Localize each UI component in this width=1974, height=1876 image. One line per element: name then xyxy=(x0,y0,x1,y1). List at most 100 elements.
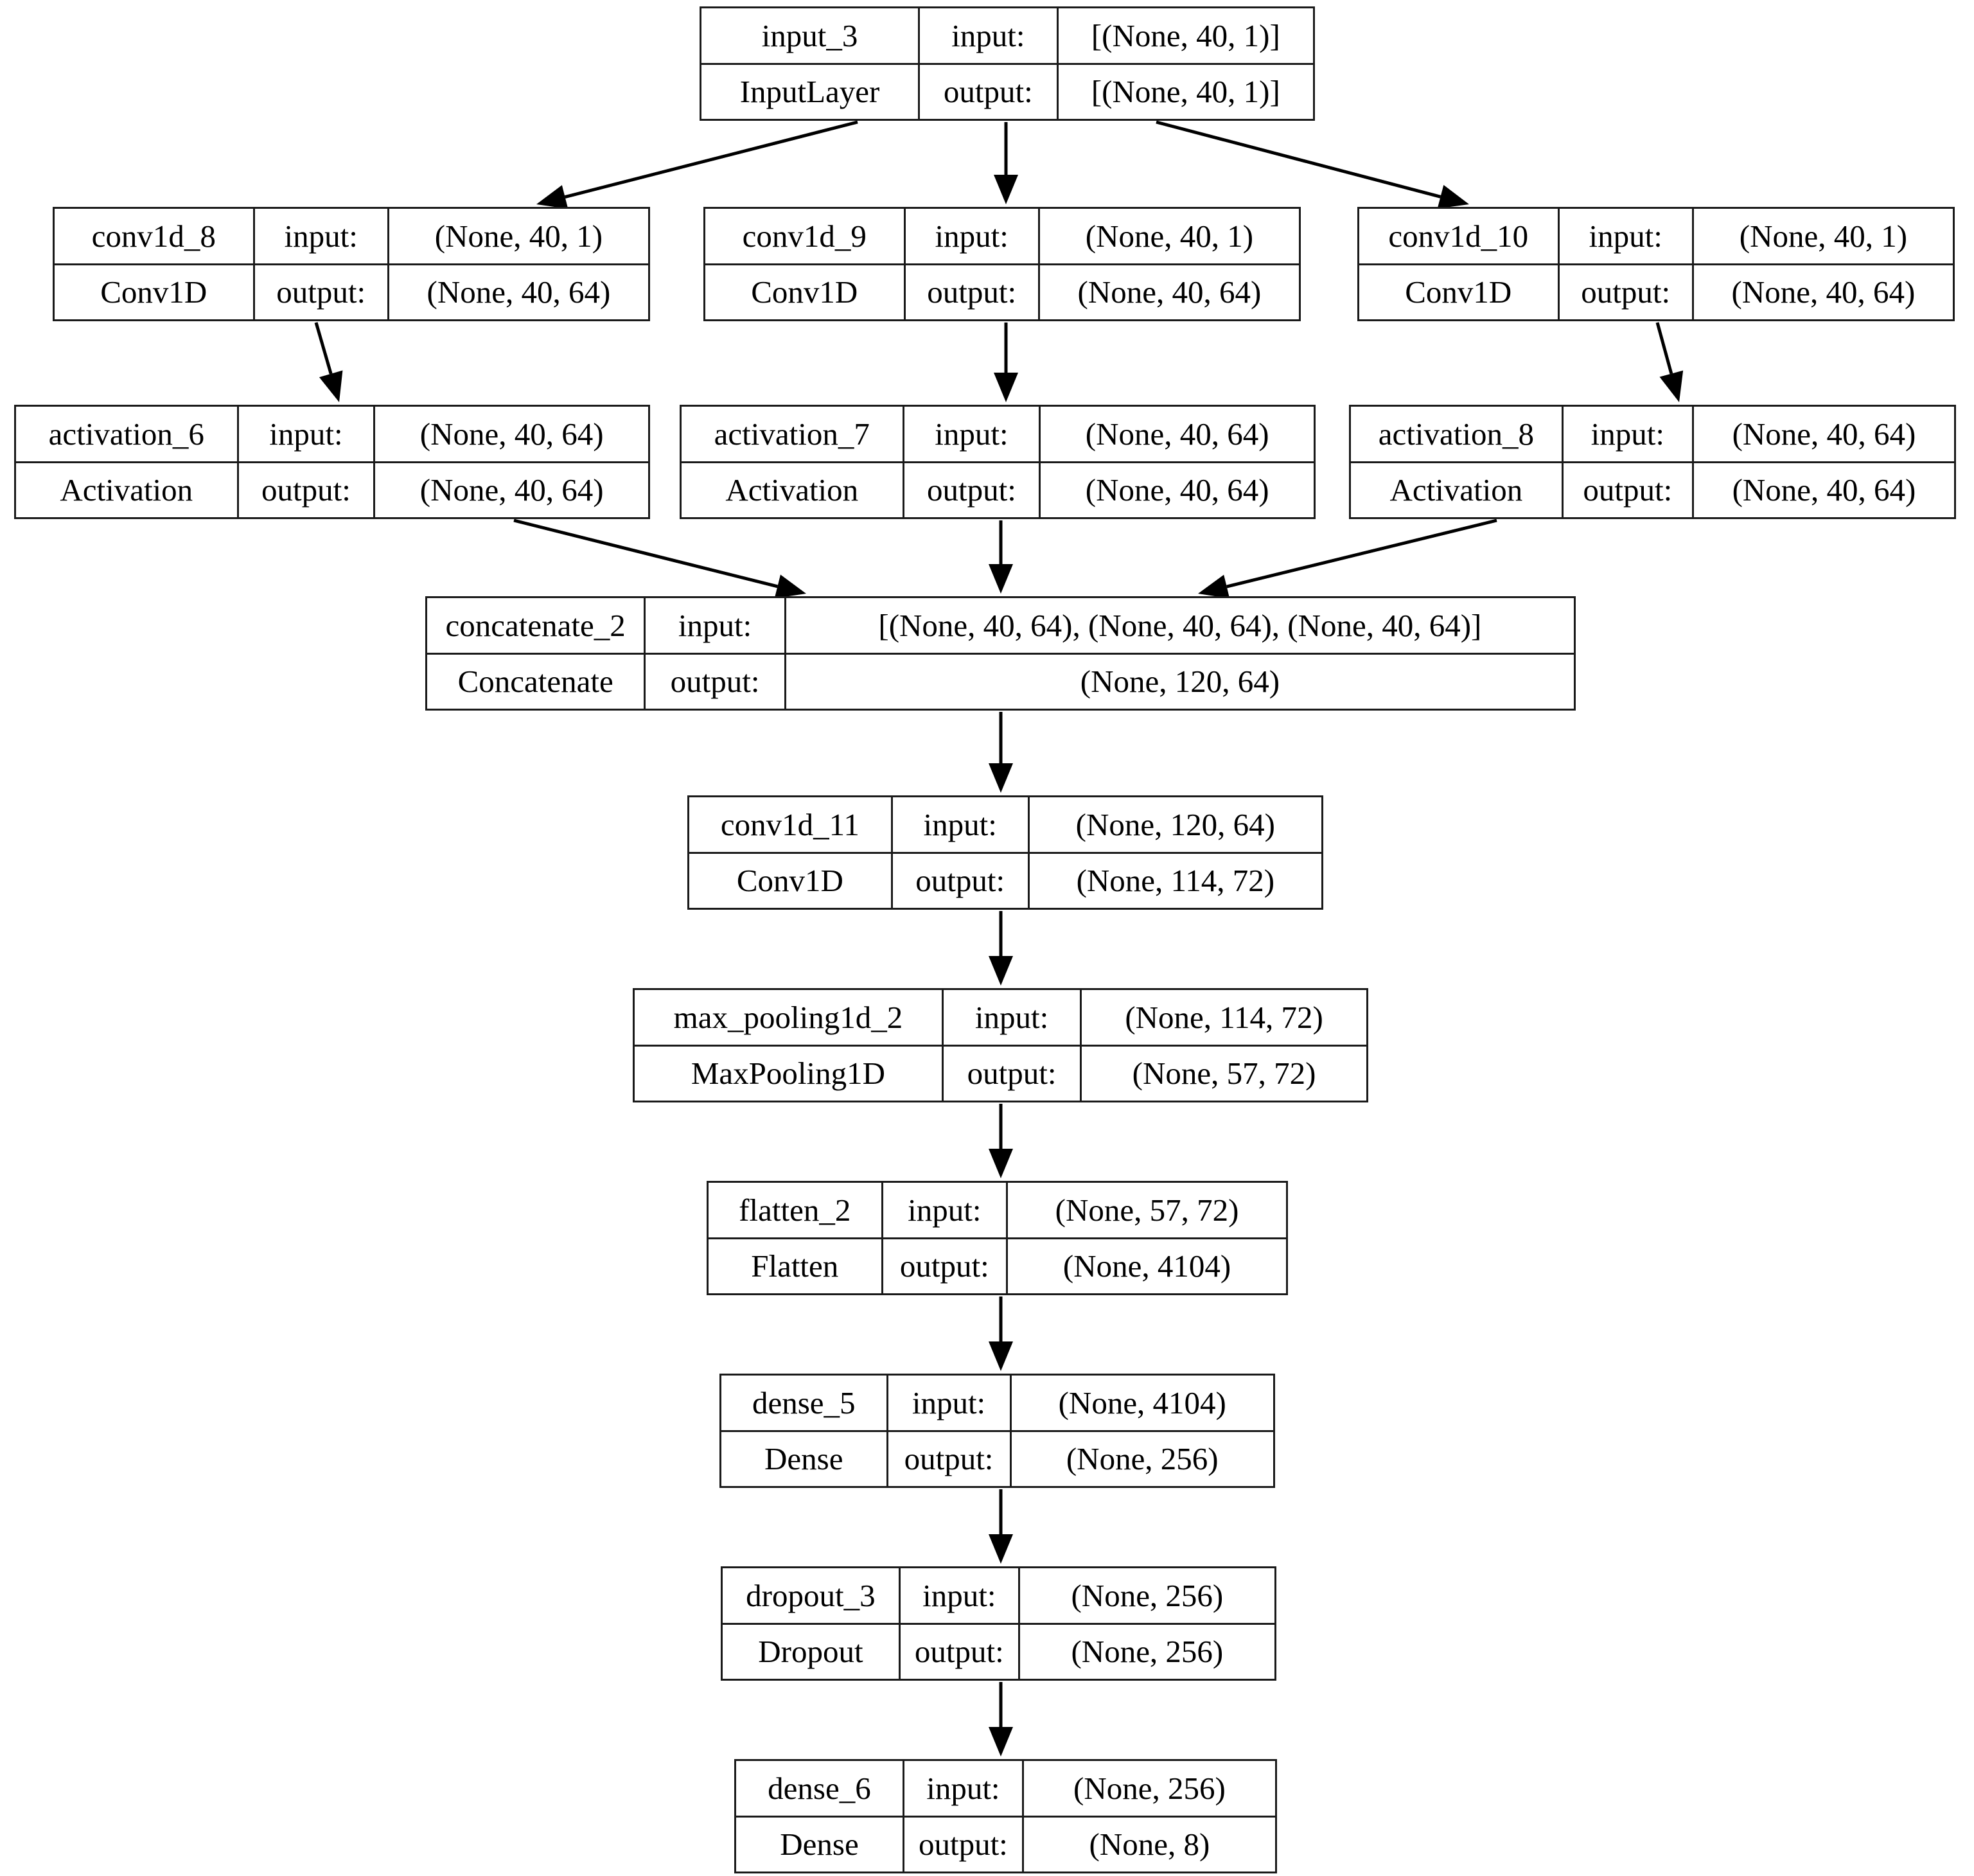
layer-name: activation_8 xyxy=(1351,407,1564,461)
layer-name: conv1d_10 xyxy=(1359,209,1560,263)
output-label: output: xyxy=(239,463,376,517)
input-shape: (None, 40, 1) xyxy=(434,218,603,254)
layer-name: dense_5 xyxy=(721,1376,888,1430)
input-label: input: xyxy=(646,598,786,653)
input-label: input: xyxy=(255,209,389,263)
edge-dropout_3-to-dense_6 xyxy=(989,1682,1013,1757)
edge-flatten_2-to-dense_5 xyxy=(989,1296,1013,1371)
output-shape: (None, 40, 64) xyxy=(1732,472,1916,508)
input-label: input: xyxy=(883,1183,1009,1237)
layer-class-name: Concatenate xyxy=(427,654,646,709)
input-label: input: xyxy=(920,8,1059,63)
layer-class-name: Conv1D xyxy=(1359,265,1560,319)
layer-class-name: Conv1D xyxy=(55,265,255,319)
input-label: input: xyxy=(1564,407,1694,461)
output-label: output: xyxy=(888,1431,1012,1486)
layer-name: concatenate_2 xyxy=(427,598,646,653)
input-shape: (None, 40, 64) xyxy=(419,416,604,452)
edge-input_3-to-conv1d_10 xyxy=(1156,120,1469,209)
edge-activation_6-to-concatenate_2 xyxy=(513,518,806,599)
edge-max_pooling1d_2-to-flatten_2 xyxy=(989,1104,1013,1178)
arrowhead-icon xyxy=(994,373,1018,402)
edge-concatenate_2-to-conv1d_11 xyxy=(989,712,1013,793)
input-label: input: xyxy=(901,1568,1020,1623)
input-label: input: xyxy=(888,1376,1012,1430)
input-shape: [(None, 40, 1)] xyxy=(1091,17,1280,53)
output-label: output: xyxy=(1560,265,1694,319)
input-shape: (None, 114, 72) xyxy=(1125,999,1323,1035)
output-shape: (None, 40, 64) xyxy=(419,472,604,508)
layer-name: dropout_3 xyxy=(723,1568,901,1623)
edge-activation_8-to-concatenate_2 xyxy=(1198,518,1497,599)
input-label: input: xyxy=(239,407,376,461)
layer-name: conv1d_9 xyxy=(705,209,906,263)
layer-name: dense_6 xyxy=(736,1761,904,1816)
output-shape: (None, 256) xyxy=(1066,1441,1219,1477)
arrowhead-icon xyxy=(1437,184,1469,209)
layer-class-name: Dense xyxy=(736,1817,904,1872)
output-shape: [(None, 40, 1)] xyxy=(1091,74,1280,110)
input-shape: (None, 57, 72) xyxy=(1055,1192,1239,1228)
edge-conv1d_8-to-activation_6 xyxy=(314,322,343,402)
layer-class-name: Activation xyxy=(16,463,239,517)
arrowhead-icon xyxy=(1198,574,1230,599)
edge-activation_7-to-concatenate_2 xyxy=(989,520,1013,594)
output-shape: (None, 4104) xyxy=(1062,1248,1231,1284)
input-label: input: xyxy=(944,990,1082,1045)
input-label: input: xyxy=(893,797,1030,852)
layer-class-name: Conv1D xyxy=(689,853,893,908)
output-label: output: xyxy=(906,265,1040,319)
edge-conv1d_11-to-max_pooling1d_2 xyxy=(989,911,1013,986)
arrowhead-icon xyxy=(989,763,1013,793)
output-label: output: xyxy=(893,853,1030,908)
input-shape: (None, 4104) xyxy=(1058,1385,1226,1420)
layer-class-name: Dropout xyxy=(723,1624,901,1679)
edge-conv1d_10-to-activation_8 xyxy=(1655,322,1684,402)
input-label: input: xyxy=(904,407,1041,461)
output-label: output: xyxy=(901,1624,1020,1679)
edge-input_3-to-conv1d_9 xyxy=(994,122,1018,204)
arrowhead-icon xyxy=(774,574,806,599)
output-shape: (None, 40, 64) xyxy=(1077,274,1262,310)
input-shape: [(None, 40, 64), (None, 40, 64), (None, … xyxy=(878,607,1482,643)
edge-line xyxy=(1655,322,1673,375)
arrowhead-icon xyxy=(536,185,568,209)
output-label: output: xyxy=(904,1817,1024,1872)
arrowhead-icon xyxy=(989,564,1013,594)
edge-dense_5-to-dropout_3 xyxy=(989,1489,1013,1564)
layer-class-name: Conv1D xyxy=(705,265,906,319)
input-label: input: xyxy=(906,209,1040,263)
edge-line xyxy=(564,120,858,199)
arrowhead-icon xyxy=(989,1727,1013,1757)
output-shape: (None, 114, 72) xyxy=(1076,863,1275,899)
input-shape: (None, 256) xyxy=(1071,1577,1224,1613)
layer-name: input_3 xyxy=(701,8,921,63)
edge-line xyxy=(1226,518,1497,588)
